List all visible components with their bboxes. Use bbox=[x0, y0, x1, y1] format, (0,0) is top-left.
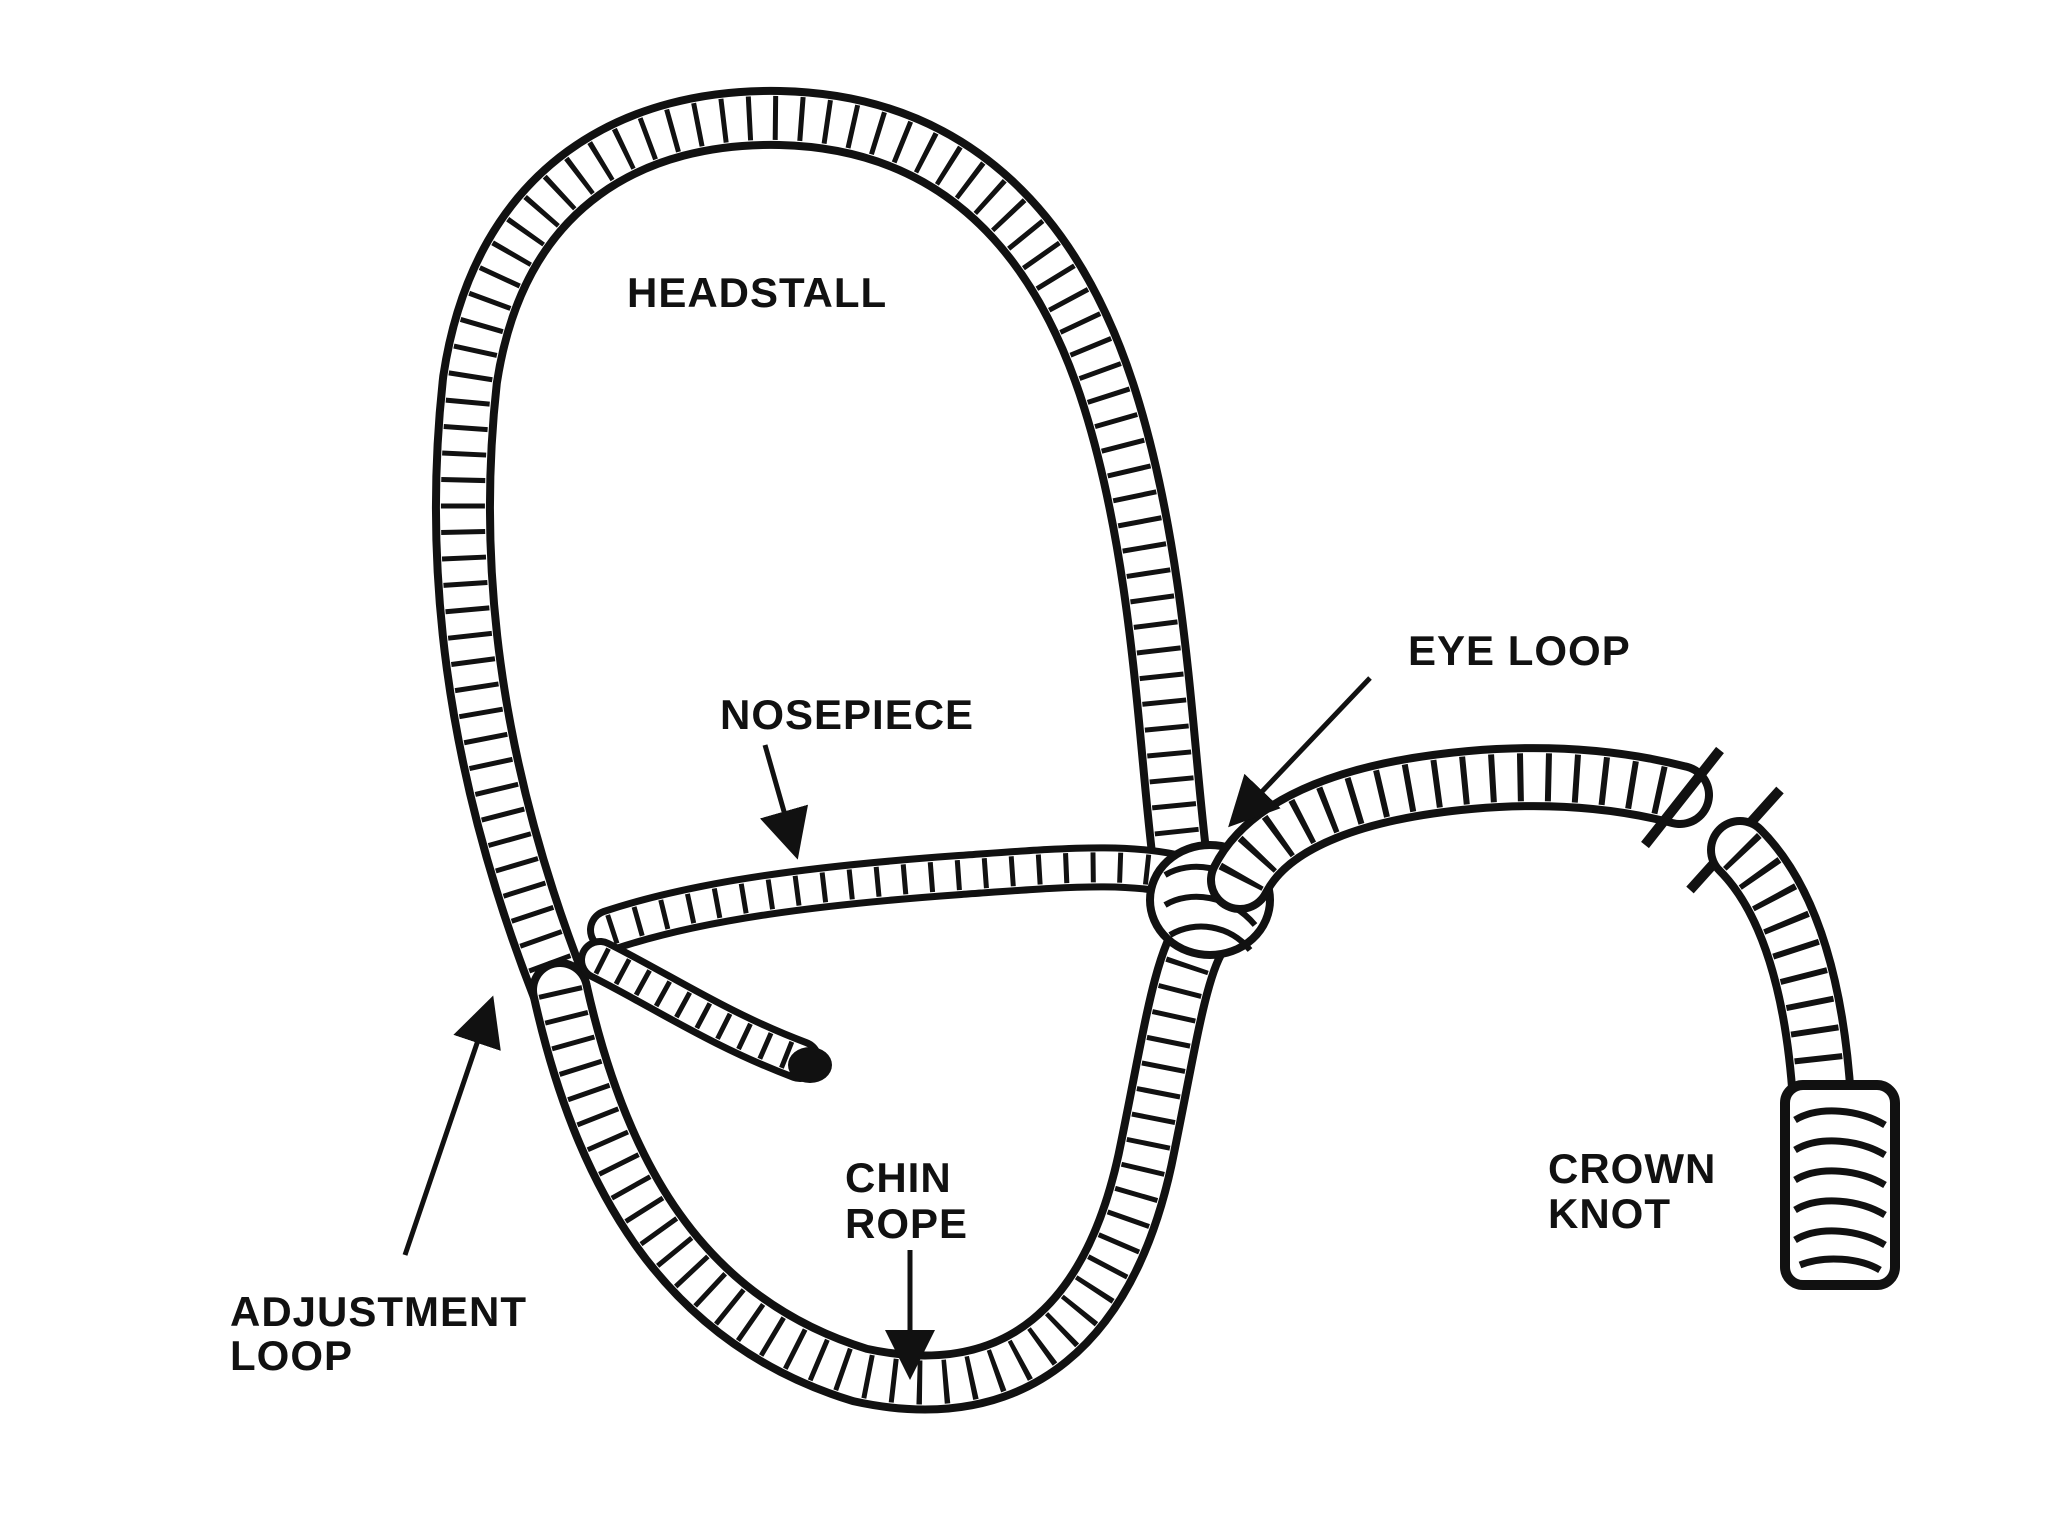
headstall-rope bbox=[431, 86, 1211, 1021]
crown-knot bbox=[1780, 1080, 1900, 1290]
adjustment-loop-tail bbox=[578, 938, 832, 1083]
nosepiece-rope bbox=[587, 844, 1218, 953]
adjustment-loop-leader-arrow bbox=[402, 995, 501, 1256]
lead-rope-segment-1 bbox=[1207, 744, 1713, 913]
nosepiece-label: NOSEPIECE bbox=[720, 691, 974, 738]
headstall-label: HEADSTALL bbox=[627, 269, 887, 316]
nosepiece-leader-arrow bbox=[759, 744, 809, 860]
eye-loop-leader-arrow bbox=[1228, 676, 1372, 828]
chin-rope-loop bbox=[529, 899, 1236, 1414]
eye-loop-label: EYE LOOP bbox=[1408, 627, 1631, 674]
adjustment-loop-label-line1: ADJUSTMENT bbox=[230, 1288, 527, 1335]
chin-rope-label-line2: ROPE bbox=[845, 1200, 968, 1247]
chin-rope-label-line1: CHIN bbox=[845, 1154, 952, 1201]
crown-knot-label-line2: KNOT bbox=[1548, 1190, 1671, 1237]
crown-knot-label-line1: CROWN bbox=[1548, 1145, 1716, 1192]
adjustment-loop-label-line2: LOOP bbox=[230, 1332, 353, 1379]
lead-rope-segment-2 bbox=[1707, 817, 1855, 1133]
